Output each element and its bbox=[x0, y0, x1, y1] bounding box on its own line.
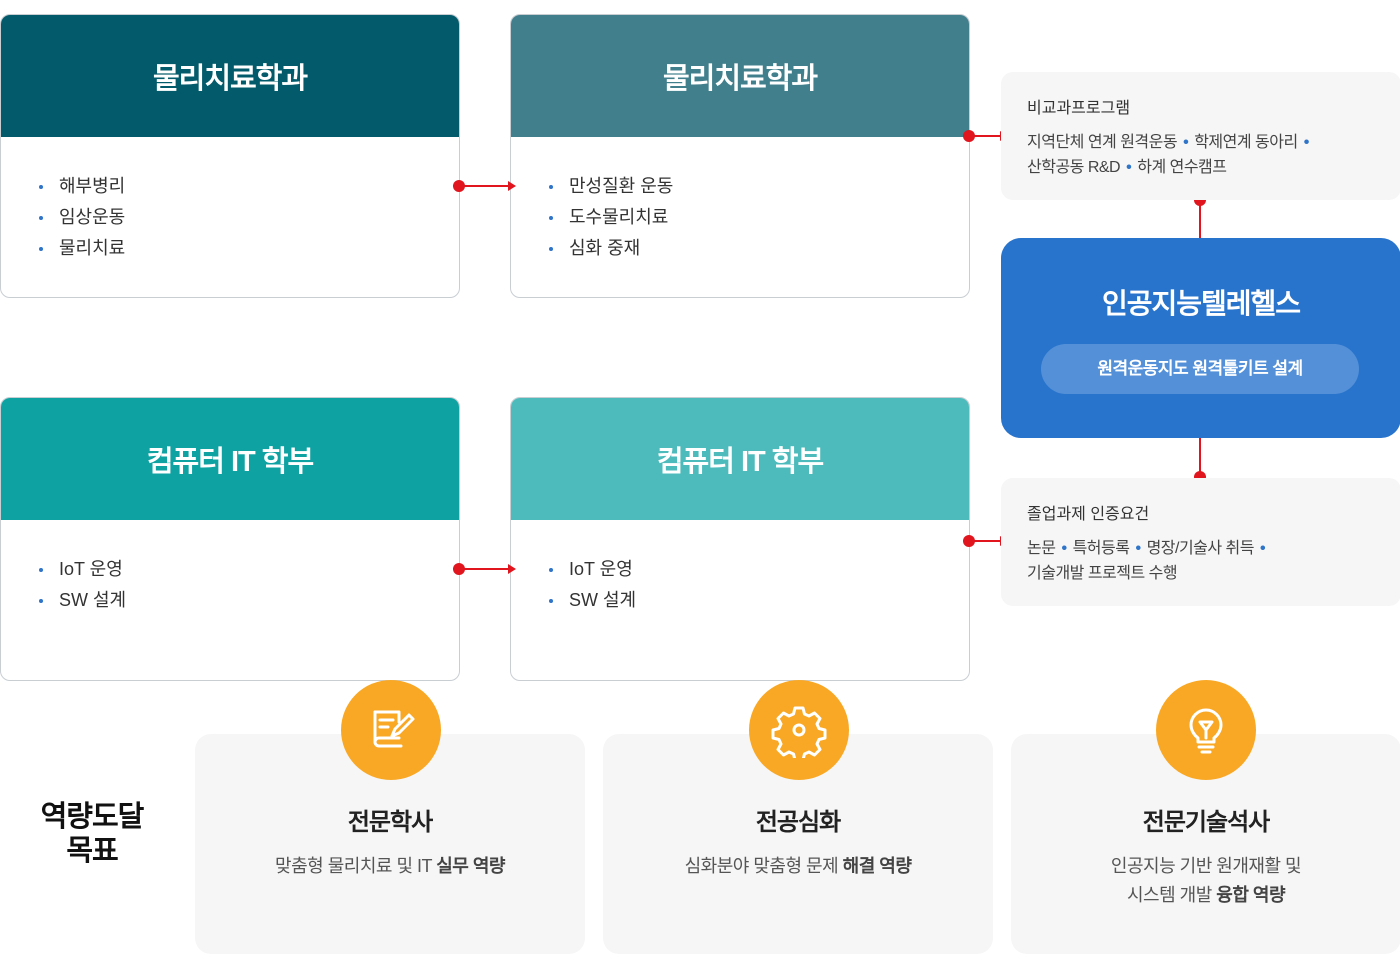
goal-description: 맞춤형 물리치료 및 IT 실무 역량 bbox=[195, 852, 585, 881]
edit-note-icon bbox=[341, 680, 441, 780]
connector-line-vertical bbox=[1194, 436, 1206, 483]
card-item-list: 해부병리 임상운동 물리치료 bbox=[37, 171, 459, 264]
goal-desc-text: 시스템 개발 bbox=[1126, 885, 1217, 905]
card-item-list: IoT 운영 SW 설계 bbox=[547, 554, 969, 616]
list-item: IoT 운영 bbox=[547, 554, 969, 585]
physical-therapy-card-1: 물리치료학과 해부병리 임상운동 물리치료 bbox=[0, 14, 460, 298]
goal-section-label: 역량도달 목표 bbox=[30, 800, 154, 868]
goal-desc-text: 맞춤형 물리치료 및 IT bbox=[275, 856, 437, 876]
physical-therapy-card-2: 물리치료학과 만성질환 운동 도수물리치료 심화 중재 bbox=[510, 14, 970, 298]
connector-dot bbox=[963, 535, 975, 547]
list-item: 만성질환 운동 bbox=[547, 171, 969, 202]
center-pill: 원격운동지도 원격툴키트 설계 bbox=[1041, 344, 1359, 394]
goal-desc-emphasis: 해결 역량 bbox=[842, 856, 912, 876]
card-title: 컴퓨터 IT 학부 bbox=[511, 398, 969, 520]
gear-icon bbox=[749, 680, 849, 780]
separator-dot: • bbox=[1126, 159, 1132, 176]
goal-label-line: 목표 bbox=[66, 835, 118, 867]
extracurricular-program-box: 비교과프로그램 지역단체 연계 원격운동 • 학제연계 동아리 • 산학공동 R&D •… bbox=[1001, 72, 1400, 200]
info-title: 졸업과제 인증요건 bbox=[1027, 506, 1150, 523]
ai-telehealth-center: 인공지능텔레헬스 원격운동지도 원격툴키트 설계 bbox=[1001, 238, 1400, 438]
info-body: 논문 • 특허등록 • 명장/기술사 취득 • 기술개발 프로젝트 수행 bbox=[1027, 536, 1400, 586]
list-item: 임상운동 bbox=[37, 202, 459, 233]
separator-dot: • bbox=[1135, 540, 1141, 557]
arrow-head-icon bbox=[508, 564, 516, 574]
connector-dot bbox=[453, 180, 465, 192]
card-item-list: IoT 운영 SW 설계 bbox=[37, 554, 459, 616]
list-item: 심화 중재 bbox=[547, 233, 969, 264]
goal-description: 심화분야 맞춤형 문제 해결 역량 bbox=[603, 852, 993, 881]
center-title: 인공지능텔레헬스 bbox=[1101, 288, 1301, 319]
goal-title: 전공심화 bbox=[755, 809, 841, 836]
info-item: 기술개발 프로젝트 수행 bbox=[1027, 565, 1178, 582]
goal-title: 전문학사 bbox=[347, 809, 433, 836]
card-item-list: 만성질환 운동 도수물리치료 심화 중재 bbox=[547, 171, 969, 264]
goal-card-advanced: 전공심화 심화분야 맞춤형 문제 해결 역량 bbox=[603, 734, 993, 954]
info-item: 하계 연수캠프 bbox=[1137, 159, 1227, 176]
goal-desc-emphasis: 융합 역량 bbox=[1216, 885, 1286, 905]
info-item: 지역단체 연계 원격운동 bbox=[1027, 134, 1178, 151]
card-title: 물리치료학과 bbox=[1, 15, 459, 137]
connector-arrow bbox=[453, 180, 516, 192]
computer-it-card-2: 컴퓨터 IT 학부 IoT 운영 SW 설계 bbox=[510, 397, 970, 681]
info-item: 논문 bbox=[1027, 540, 1056, 557]
graduation-requirements-box: 졸업과제 인증요건 논문 • 특허등록 • 명장/기술사 취득 • 기술개발 프로젝트 수… bbox=[1001, 478, 1400, 606]
connector-dot bbox=[963, 130, 975, 142]
goal-title: 전문기술석사 bbox=[1142, 809, 1270, 836]
connector-dot bbox=[453, 563, 465, 575]
list-item: 물리치료 bbox=[37, 233, 459, 264]
list-item: 도수물리치료 bbox=[547, 202, 969, 233]
goal-label-line: 역량도달 bbox=[40, 801, 145, 833]
list-item: 해부병리 bbox=[37, 171, 459, 202]
card-title: 컴퓨터 IT 학부 bbox=[1, 398, 459, 520]
separator-dot: • bbox=[1260, 540, 1266, 557]
list-item: IoT 운영 bbox=[37, 554, 459, 585]
arrow-head-icon bbox=[508, 181, 516, 191]
list-item: SW 설계 bbox=[37, 585, 459, 616]
info-item: 특허등록 bbox=[1072, 540, 1130, 557]
card-title: 물리치료학과 bbox=[511, 15, 969, 137]
computer-it-card-1: 컴퓨터 IT 학부 IoT 운영 SW 설계 bbox=[0, 397, 460, 681]
info-item: 학제연계 동아리 bbox=[1194, 134, 1298, 151]
info-item: 산학공동 R&D bbox=[1027, 159, 1121, 176]
list-item: SW 설계 bbox=[547, 585, 969, 616]
goal-desc-text: 인공지능 기반 원개재활 및 bbox=[1110, 856, 1302, 876]
info-item: 명장/기술사 취득 bbox=[1146, 540, 1255, 557]
connector-line-vertical bbox=[1194, 194, 1206, 240]
info-title: 비교과프로그램 bbox=[1027, 100, 1131, 117]
info-body: 지역단체 연계 원격운동 • 학제연계 동아리 • 산학공동 R&D • 하계 연수캠프 bbox=[1027, 130, 1400, 180]
lightbulb-icon bbox=[1156, 680, 1256, 780]
connector-arrow bbox=[453, 563, 516, 575]
goal-desc-text: 심화분야 맞춤형 문제 bbox=[684, 856, 843, 876]
separator-dot: • bbox=[1183, 134, 1189, 151]
separator-dot: • bbox=[1061, 540, 1067, 557]
goal-desc-emphasis: 실무 역량 bbox=[436, 856, 505, 876]
separator-dot: • bbox=[1303, 134, 1310, 151]
